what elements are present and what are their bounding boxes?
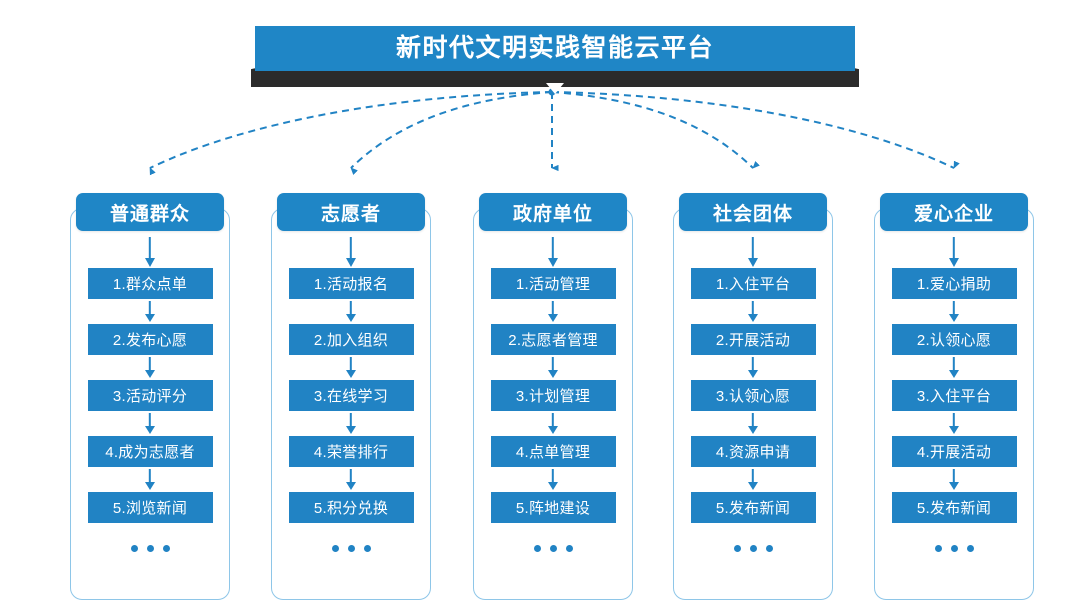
more-items-ellipsis [733,545,773,552]
list-item[interactable]: 4.点单管理 [490,436,616,467]
arrow-down-icon [145,299,155,324]
more-items-ellipsis [533,545,573,552]
column-title: 普通群众 [109,203,190,225]
arrow-down-icon [748,467,758,492]
column-header-public[interactable]: 普通群众 [76,193,224,231]
column-item-list-volunteer: 1.活动报名 2.加入组织 3.在线学习 4.荣誉排行 5.积分兑换 [271,268,431,552]
list-item[interactable]: 2.开展活动 [690,324,816,355]
arrow-down-icon [145,237,155,268]
column-title: 政府单位 [512,203,593,225]
arrow-down-icon [548,411,558,436]
ellipsis-dot [749,545,757,552]
arrow-down-icon [949,411,959,436]
column-item-list-government: 1.活动管理 2.志愿者管理 3.计划管理 4.点单管理 5.阵地建设 [473,268,633,552]
list-item[interactable]: 4.资源申请 [690,436,816,467]
ellipsis-dot [549,545,557,552]
column-title: 志愿者 [320,203,381,225]
ellipsis-dot [130,545,138,552]
arrow-down-icon [548,467,558,492]
arrow-down-icon [346,299,356,324]
column-title: 社会团体 [712,203,793,225]
arrow-down-icon [949,299,959,324]
list-item[interactable]: 5.发布新闻 [891,492,1017,523]
column-title: 爱心企业 [913,203,994,225]
arrow-down-icon [548,299,558,324]
column-item-list-social-group: 1.入住平台 2.开展活动 3.认领心愿 4.资源申请 5.发布新闻 [673,268,833,552]
arrow-down-icon [145,355,155,380]
arrow-down-icon [346,411,356,436]
platform-banner: 新时代文明实践智能云平台 [251,26,859,94]
column-header-volunteer[interactable]: 志愿者 [277,193,425,231]
ellipsis-dot [733,545,741,552]
arrow-down-icon [145,411,155,436]
list-item[interactable]: 2.志愿者管理 [490,324,616,355]
ellipsis-dot [347,545,355,552]
column-header-enterprise[interactable]: 爱心企业 [880,193,1028,231]
ellipsis-dot [565,545,573,552]
list-item[interactable]: 3.认领心愿 [690,380,816,411]
arrow-down-icon [748,237,758,268]
list-item[interactable]: 1.群众点单 [87,268,213,299]
ellipsis-dot [934,545,942,552]
list-item[interactable]: 5.发布新闻 [690,492,816,523]
arrow-down-icon [346,237,356,268]
column-item-list-public: 1.群众点单 2.发布心愿 3.活动评分 4.成为志愿者 5.浏览新闻 [70,268,230,552]
ellipsis-dot [146,545,154,552]
list-item[interactable]: 1.爱心捐助 [891,268,1017,299]
ellipsis-dot [533,545,541,552]
arrow-down-icon [748,411,758,436]
ellipsis-dot [765,545,773,552]
arrow-down-icon [748,299,758,324]
list-item[interactable]: 5.阵地建设 [490,492,616,523]
arrow-down-icon [145,467,155,492]
arrow-down-icon [548,237,558,268]
arrow-down-icon [548,355,558,380]
list-item[interactable]: 3.计划管理 [490,380,616,411]
list-item[interactable]: 4.荣誉排行 [288,436,414,467]
list-item[interactable]: 2.加入组织 [288,324,414,355]
list-item[interactable]: 3.入住平台 [891,380,1017,411]
list-item[interactable]: 5.积分兑换 [288,492,414,523]
ellipsis-dot [363,545,371,552]
arrow-down-icon [748,355,758,380]
list-item[interactable]: 2.认领心愿 [891,324,1017,355]
ellipsis-dot [331,545,339,552]
arrow-down-icon [949,467,959,492]
more-items-ellipsis [331,545,371,552]
ellipsis-dot [966,545,974,552]
banner-bar: 新时代文明实践智能云平台 [255,26,855,71]
list-item[interactable]: 5.浏览新闻 [87,492,213,523]
banner-chevron-icon [546,83,564,94]
list-item[interactable]: 1.入住平台 [690,268,816,299]
column-header-social-group[interactable]: 社会团体 [679,193,827,231]
more-items-ellipsis [130,545,170,552]
arrow-down-icon [949,355,959,380]
list-item[interactable]: 1.活动报名 [288,268,414,299]
arrow-down-icon [949,237,959,268]
list-item[interactable]: 2.发布心愿 [87,324,213,355]
column-header-government[interactable]: 政府单位 [479,193,627,231]
list-item[interactable]: 4.开展活动 [891,436,1017,467]
list-item[interactable]: 1.活动管理 [490,268,616,299]
list-item[interactable]: 3.活动评分 [87,380,213,411]
ellipsis-dot [950,545,958,552]
list-item[interactable]: 4.成为志愿者 [87,436,213,467]
column-item-list-enterprise: 1.爱心捐助 2.认领心愿 3.入住平台 4.开展活动 5.发布新闻 [874,268,1034,552]
platform-title: 新时代文明实践智能云平台 [395,34,714,62]
arrow-down-icon [346,355,356,380]
more-items-ellipsis [934,545,974,552]
ellipsis-dot [162,545,170,552]
list-item[interactable]: 3.在线学习 [288,380,414,411]
arrow-down-icon [346,467,356,492]
